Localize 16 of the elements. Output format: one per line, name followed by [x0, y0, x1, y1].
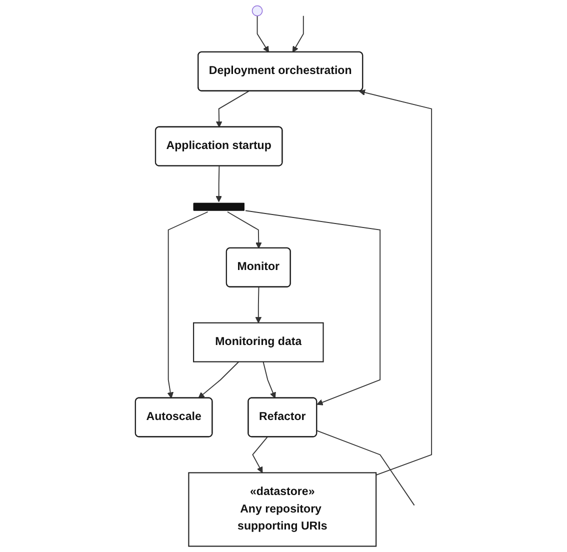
arrow	[216, 166, 222, 202]
arrow	[255, 286, 262, 324]
arrow	[358, 89, 432, 476]
arrow	[216, 90, 250, 128]
arrow	[252, 436, 268, 474]
arrow	[256, 15, 270, 53]
arrow	[262, 361, 276, 398]
node-box: Monitoring data	[193, 322, 324, 362]
node-circle	[252, 5, 263, 16]
arrow	[167, 211, 208, 398]
connector	[316, 430, 415, 506]
arrow	[292, 15, 304, 53]
arrow	[245, 210, 381, 406]
arrow	[198, 361, 240, 398]
arrow	[227, 211, 262, 249]
node-box: «datastore» Any repository supporting URIs	[188, 472, 377, 547]
